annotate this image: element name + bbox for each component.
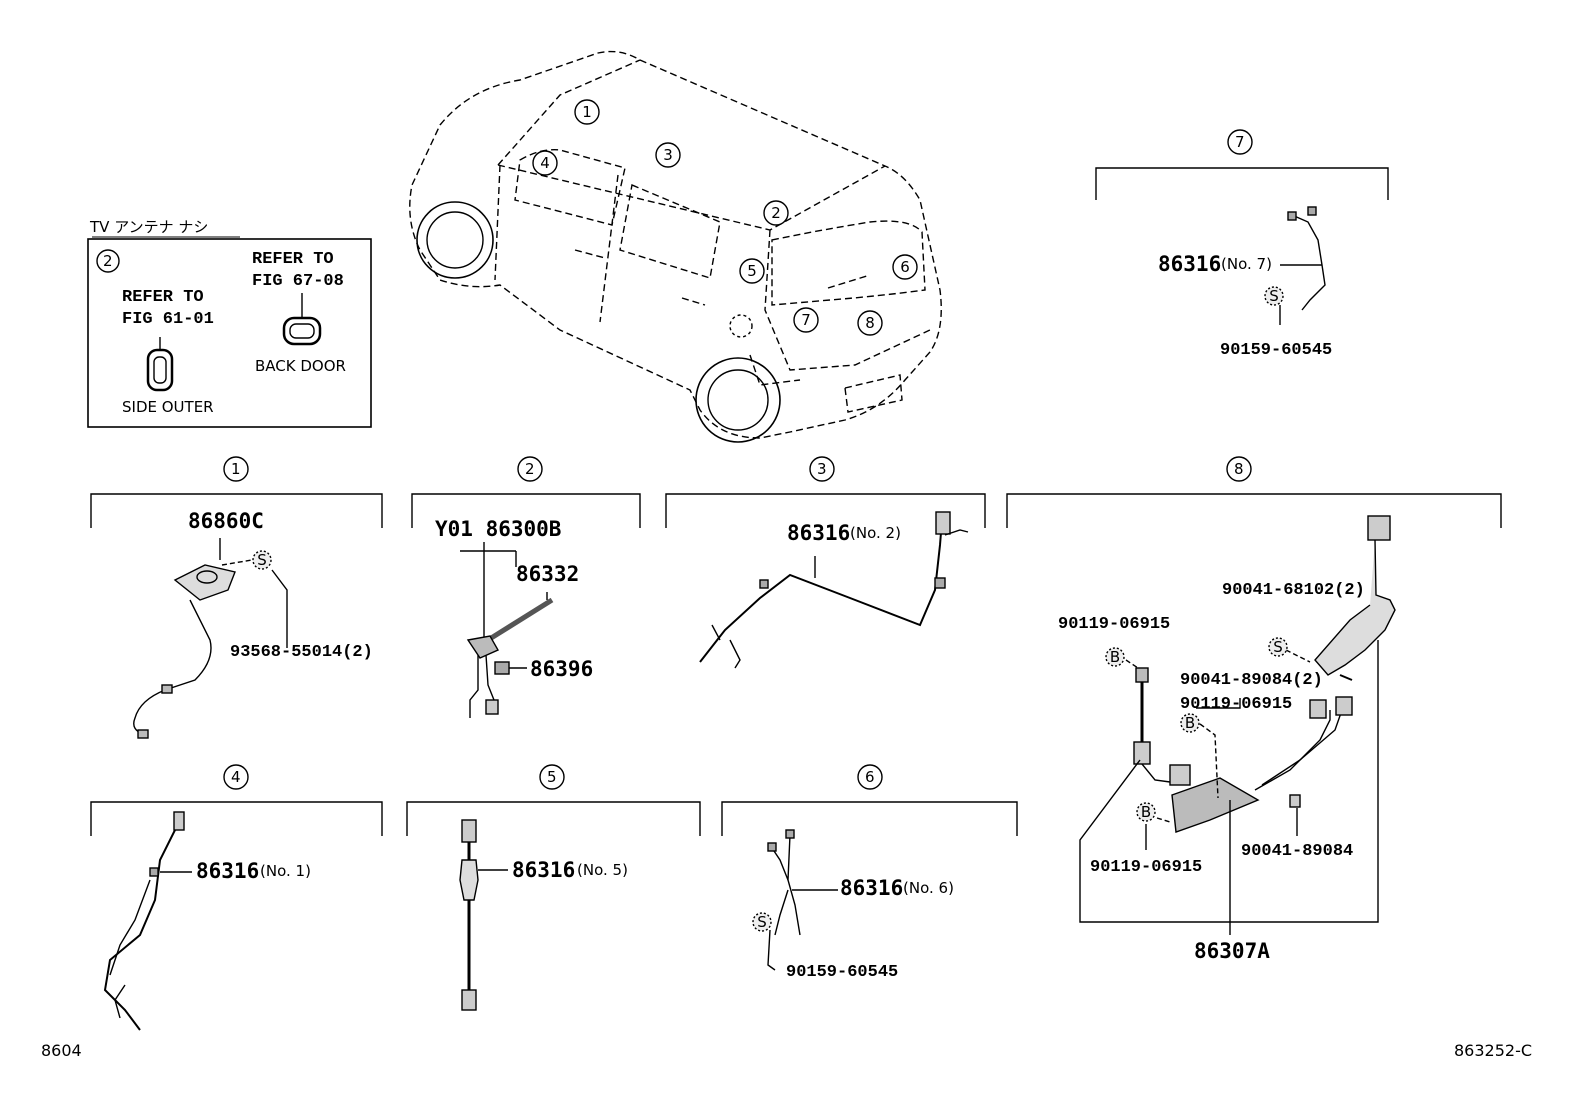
car-marker-6-ring bbox=[892, 254, 918, 280]
screw-symbol-1-ring bbox=[252, 550, 272, 570]
s1-part-number: 86860C bbox=[188, 509, 264, 533]
s3-part-suffix: (No. 2) bbox=[850, 524, 901, 542]
section-4-marker: 4 bbox=[231, 768, 241, 786]
screw-symbol-2: S bbox=[757, 913, 767, 931]
fastener-symbols: S S S S B B B bbox=[252, 286, 1288, 932]
inset-refer-a-line2: FIG 61-01 bbox=[122, 310, 214, 329]
bolt-symbol-6: B bbox=[1185, 714, 1195, 732]
inset-refer-b-line2: FIG 67-08 bbox=[252, 272, 344, 291]
screw-symbol-1: S bbox=[257, 551, 267, 569]
part-86316-no1-drawing bbox=[103, 811, 192, 1031]
section-6-marker: 6 bbox=[865, 768, 875, 786]
section-3-marker: 3 bbox=[817, 460, 827, 478]
inset-side-outer: SIDE OUTER bbox=[122, 398, 214, 416]
screw-symbol-4: S bbox=[1273, 638, 1283, 656]
section-markers bbox=[223, 129, 1253, 790]
screw-symbol-3-ring bbox=[1264, 286, 1284, 306]
part-86300b-drawing bbox=[460, 542, 554, 718]
part-86316-no2-drawing bbox=[699, 511, 969, 669]
s8-screw-c-number: 90041-89084 bbox=[1241, 842, 1353, 861]
inset-refer-a-line1: REFER TO bbox=[122, 288, 204, 307]
s8-bolt-c-number: 90119-06915 bbox=[1090, 858, 1202, 877]
screw-symbol-2-ring bbox=[752, 912, 772, 932]
s4-part-suffix: (No. 1) bbox=[260, 862, 311, 880]
s2-rod-number: 86332 bbox=[516, 562, 579, 586]
part-86307a-drawing bbox=[1079, 515, 1396, 935]
inset-marker: 2 bbox=[103, 252, 113, 270]
bolt-symbol-5: B bbox=[1110, 648, 1120, 666]
footer-left-code: 8604 bbox=[41, 1041, 82, 1060]
bolt-symbol-7-ring bbox=[1136, 802, 1156, 822]
s8-screw-b-number: 90041-89084(2) bbox=[1180, 671, 1323, 690]
car-marker-5: 5 bbox=[747, 262, 757, 280]
s6-fastener-number: 90159-60545 bbox=[786, 963, 898, 982]
car-marker-7-ring bbox=[793, 307, 819, 333]
car-marker-6: 6 bbox=[900, 258, 910, 276]
car-marker-3: 3 bbox=[663, 146, 673, 164]
s7-part-suffix: (No. 7) bbox=[1221, 255, 1272, 273]
s2-assy-number: Y01 86300B bbox=[435, 517, 561, 541]
bolt-symbol-5-ring bbox=[1105, 647, 1125, 667]
s6-part-suffix: (No. 6) bbox=[903, 879, 954, 897]
s5-part-suffix: (No. 5) bbox=[577, 861, 628, 879]
inset-back-door: BACK DOOR bbox=[255, 357, 346, 375]
s4-part-number: 86316 bbox=[196, 859, 259, 883]
inset-title: TV アンテナ ナシ bbox=[89, 218, 208, 236]
footer-right-code: 863252-C bbox=[1454, 1041, 1532, 1060]
car-marker-1-ring bbox=[574, 99, 600, 125]
s7-fastener-number: 90159-60545 bbox=[1220, 341, 1332, 360]
vehicle-illustration bbox=[409, 50, 942, 439]
s3-part-number: 86316 bbox=[787, 521, 850, 545]
section-2-marker: 2 bbox=[525, 460, 535, 478]
part-86316-no6-drawing bbox=[767, 829, 838, 971]
section-brackets bbox=[90, 167, 1502, 836]
bolt-symbol-6-ring bbox=[1180, 713, 1200, 733]
car-position-markers: 1 2 3 4 5 6 7 8 bbox=[532, 99, 918, 336]
s5-part-number: 86316 bbox=[512, 858, 575, 882]
car-marker-1: 1 bbox=[582, 103, 592, 121]
section-7-marker: 7 bbox=[1235, 133, 1245, 151]
s2-nut-number: 86396 bbox=[530, 657, 593, 681]
inset-box bbox=[87, 236, 372, 428]
s8-screw-a-number: 90041-68102(2) bbox=[1222, 581, 1365, 600]
inset-refer-b-line1: REFER TO bbox=[252, 250, 334, 269]
s8-bolt-b-number: 90119-06915 bbox=[1180, 695, 1292, 714]
car-marker-3-ring bbox=[655, 142, 681, 168]
part-86860c-drawing bbox=[133, 538, 288, 739]
car-marker-4: 4 bbox=[540, 154, 550, 172]
car-marker-2: 2 bbox=[771, 204, 781, 222]
section-5-marker: 5 bbox=[547, 768, 557, 786]
s6-part-number: 86316 bbox=[840, 876, 903, 900]
section-8-marker: 8 bbox=[1234, 460, 1244, 478]
car-marker-8-ring bbox=[857, 310, 883, 336]
screw-symbol-4-ring bbox=[1268, 637, 1288, 657]
car-marker-7: 7 bbox=[801, 311, 811, 329]
part-86316-no7-drawing bbox=[1279, 206, 1326, 325]
s7-part-number: 86316 bbox=[1158, 252, 1221, 276]
part-86316-no5-drawing bbox=[459, 819, 508, 1011]
s8-unit-number: 86307A bbox=[1194, 939, 1270, 963]
car-marker-4-ring bbox=[532, 150, 558, 176]
car-marker-8: 8 bbox=[865, 314, 875, 332]
car-marker-2-ring bbox=[763, 200, 789, 226]
s1-fastener-number: 93568-55014(2) bbox=[230, 643, 373, 662]
vehicle-wheels bbox=[416, 201, 781, 443]
screw-symbol-3: S bbox=[1269, 287, 1279, 305]
car-marker-5-ring bbox=[739, 258, 765, 284]
s8-bolt-a-number: 90119-06915 bbox=[1058, 615, 1170, 634]
section-1-marker: 1 bbox=[231, 460, 241, 478]
bolt-symbol-7: B bbox=[1141, 803, 1151, 821]
